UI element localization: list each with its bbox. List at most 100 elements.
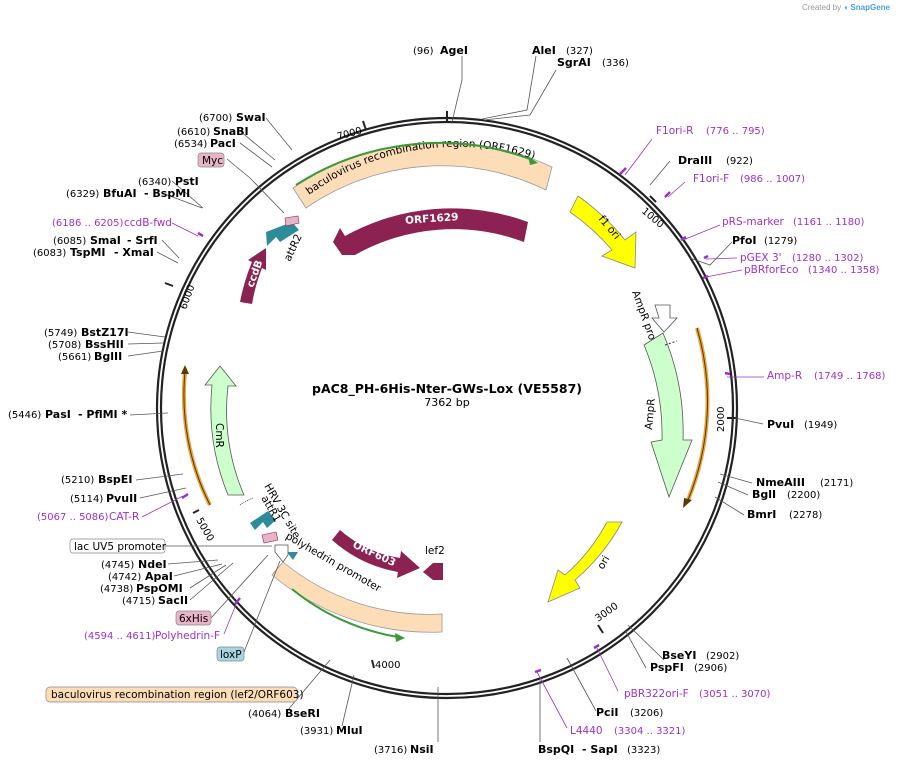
primer-polyhedrin-f: (4594 .. 4611)Polyhedrin-F <box>84 630 220 642</box>
cmr-label: CmR <box>213 423 225 448</box>
hrv-3c-site[interactable] <box>261 531 279 544</box>
f1-ori-arrow[interactable] <box>569 195 637 269</box>
tick-label-5000: 5000 <box>193 516 215 544</box>
ampr-arrow[interactable] <box>643 332 693 499</box>
enzyme-pvui: PvuI(1949) <box>767 418 837 431</box>
primer-cat-r: (5067 .. 5086)CAT-R <box>37 511 139 523</box>
enzyme-pspomi: (4738)PspOMI <box>100 582 183 595</box>
primer-pbr322ori-f: pBR322ori-F(3051 .. 3070) <box>624 688 771 700</box>
enzyme-bspqi: BspQI- SapI(3323) <box>538 743 660 756</box>
enzyme-bgli: BglI(2200) <box>752 488 820 501</box>
lac-uv5-box: lac UV5 promoter <box>69 538 272 554</box>
enzyme-leaders <box>127 55 764 742</box>
primer-leaders <box>141 138 764 729</box>
plasmid-length: 7362 bp <box>424 396 469 409</box>
ccdb-arrow[interactable] <box>240 248 266 304</box>
primer-f1ori-r: F1ori-R(776 .. 795) <box>656 125 765 137</box>
orf1629-label: ORF1629 <box>405 211 459 227</box>
orf1629-arrow[interactable] <box>333 208 528 255</box>
enzyme-pvuii: (5114)PvuII <box>70 492 137 505</box>
recomb-orf1629-arrow <box>295 141 531 186</box>
snapgene-credit: Created by ◖ SnapGene <box>802 3 890 12</box>
enzyme-bstz17i: (5749)BstZ17I <box>44 326 129 339</box>
ampr-orange-arrow <box>686 327 710 501</box>
ccdb-label: ccdB <box>245 259 266 289</box>
enzyme-nmeaiii: NmeAIII(2171) <box>756 476 853 489</box>
plasmid-name: pAC8_PH-6His-Nter-GWs-Lox (VE5587) <box>312 381 582 397</box>
enzyme-bmri: BmrI(2278) <box>747 508 822 521</box>
scale-ticks <box>164 111 736 669</box>
enzyme-pasi: (5446)PasI- PflMI * <box>8 408 127 421</box>
tick-4000 <box>371 659 375 669</box>
enzyme-sacii: (4715)SacII <box>122 594 188 607</box>
enzyme-nsii: (3716)NsiI <box>374 743 434 756</box>
enzyme-pcii: PciI(3206) <box>596 706 663 719</box>
ampr-label: AmpR <box>643 398 658 430</box>
enzyme-bspei: (5210)BspEI <box>61 473 132 486</box>
primer-ccdb-fwd: (6186 .. 6205)ccdB-fwd <box>52 217 172 229</box>
tick-label-7000: 7000 <box>336 126 363 143</box>
enzyme-pfoi: PfoI(1279) <box>732 234 797 247</box>
tick-label-2000: 2000 <box>716 407 727 432</box>
recomb-region-lef2-orf603[interactable] <box>271 561 443 633</box>
cmr-arrow[interactable] <box>204 365 245 496</box>
primer-amp-r: Amp-R(1749 .. 1768) <box>767 370 886 382</box>
primer-f1ori-f: F1ori-F(986 .. 1007) <box>693 173 805 185</box>
enzyme-tspmi: (6083)TspMI- XmaI <box>33 246 154 259</box>
primer-pbrforeco: pBRforEco(1340 .. 1358) <box>744 264 880 276</box>
recomb-lef2-arrow <box>291 588 399 638</box>
enzyme-draiii: DraIII(922) <box>678 154 753 167</box>
enzyme-pspfi: PspFI(2906) <box>650 661 727 674</box>
primer-pgex3: pGEX 3'(1280 .. 1302) <box>740 252 864 264</box>
lef2-label: lef2 <box>425 545 445 557</box>
credit-prefix: Created by <box>801 3 842 12</box>
enzyme-mlui: (3931)MluI <box>300 724 363 737</box>
enzyme-ndei: (4745)NdeI <box>101 558 167 571</box>
recomb2-box: baculovirus recombination region (lef2/O… <box>45 686 304 703</box>
primer-prs-marker: pRS-marker(1161 .. 1180) <box>722 216 865 228</box>
tick-label-3000: 3000 <box>593 601 620 625</box>
his-label: 6xHis <box>179 613 208 625</box>
his-box: 6xHis <box>175 554 269 626</box>
tick-6000 <box>164 282 174 287</box>
myc-label: Myc <box>202 155 223 167</box>
attr2-arrow[interactable] <box>266 222 299 246</box>
orf603-arrow[interactable] <box>332 530 420 578</box>
enzyme-sgrai: SgrAI(336) <box>557 56 629 69</box>
enzyme-smai: (6085)SmaI- SrfI <box>53 234 158 247</box>
tick-label-6000: 6000 <box>178 283 197 311</box>
enzyme-swai: (6700)SwaI <box>199 111 266 124</box>
credit-brand: SnapGene <box>850 3 890 12</box>
loxp-box: loxP <box>216 560 281 662</box>
polyhedrin-promoter-arrow[interactable] <box>287 552 298 560</box>
tick-5000 <box>192 509 200 514</box>
enzyme-bfuai: (6329)BfuAI- BspMI <box>66 187 190 200</box>
myc-box: Myc <box>197 152 225 168</box>
tick-1000 <box>649 195 657 203</box>
enzyme-bglii: (5661)BglII <box>58 350 122 363</box>
snapgene-logo-icon: ◖ <box>843 3 849 12</box>
attr1-arrow[interactable] <box>250 511 276 530</box>
tick-7000 <box>362 120 367 131</box>
ampr-promoter-arrow[interactable] <box>651 304 678 333</box>
enzyme-agei: (96)AgeI <box>413 44 468 57</box>
ori-arrow[interactable] <box>547 521 623 603</box>
tick-label-4000: 4000 <box>375 660 400 671</box>
loxp-label: loxP <box>220 649 242 661</box>
lef2-arrow[interactable] <box>423 563 443 580</box>
tick-3000 <box>597 624 604 634</box>
enzyme-bseyi: BseYI(2902) <box>662 649 739 662</box>
primer-l4440: L4440(3304 .. 3321) <box>570 725 686 737</box>
ori-label: ori <box>595 554 612 572</box>
enzyme-apai: (4742)ApaI <box>108 570 173 583</box>
lac-uv5-label: lac UV5 promoter <box>74 541 167 553</box>
enzyme-bsshii: (5708)BssHII <box>48 338 124 351</box>
recomb2-label: baculovirus recombination region (lef2/O… <box>51 689 304 701</box>
enzyme-psti: (6340)PstI <box>138 175 199 188</box>
primer-marks <box>181 167 731 674</box>
enzyme-bseri: (4064)BseRI <box>248 707 320 720</box>
enzyme-alei: AleI(327) <box>532 44 593 57</box>
enzyme-paci: (6534)PacI <box>174 137 236 150</box>
enzyme-snabi: (6610)SnaBI <box>177 125 249 138</box>
